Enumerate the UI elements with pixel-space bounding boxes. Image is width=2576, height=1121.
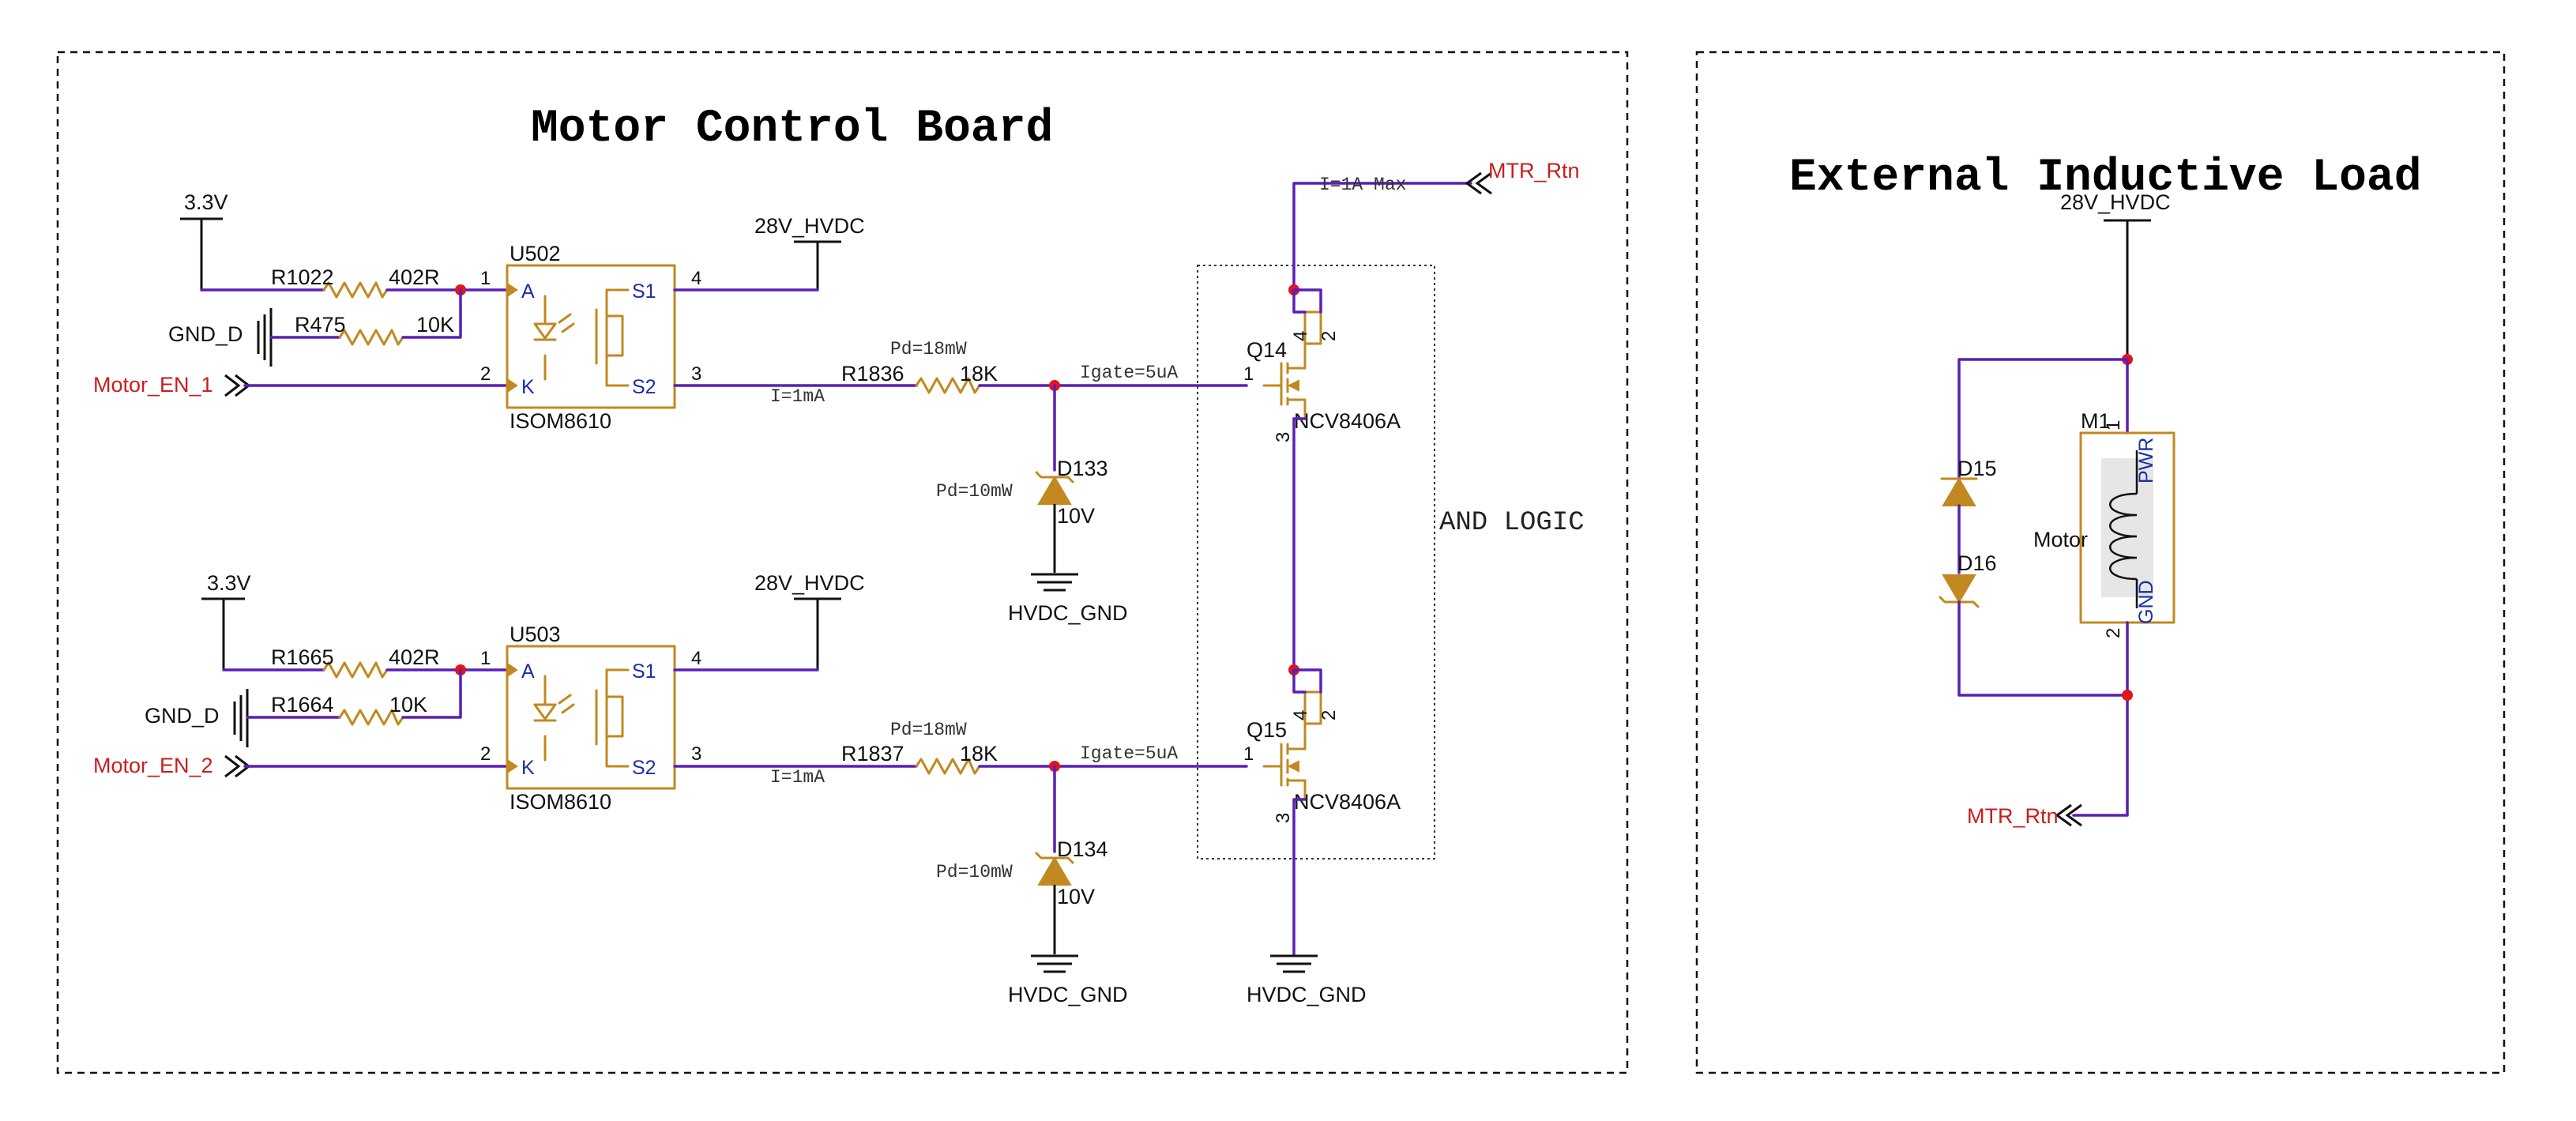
svg-text:3: 3 (1273, 813, 1294, 823)
q14-ref: Q14 (1247, 338, 1287, 362)
svg-text:S1: S1 (632, 280, 656, 303)
r1664-val: 10K (389, 693, 427, 717)
d134-ref: D134 (1057, 837, 1108, 861)
svg-text:2: 2 (1318, 710, 1340, 720)
r1837-val: 18K (960, 742, 998, 766)
hvdc-label-2: 28V_HVDC (754, 571, 865, 595)
r1664-ref: R1664 (271, 693, 334, 717)
svg-text:Pd=10mW: Pd=10mW (936, 481, 1013, 502)
zener-d133 (1037, 476, 1072, 505)
svg-text:K: K (521, 376, 535, 398)
d133-ref: D133 (1057, 457, 1108, 480)
motor-label: Motor (2033, 528, 2088, 551)
diode-d15 (1942, 477, 1976, 506)
gnd-d-label-2: GND_D (145, 704, 220, 728)
zener-d16 (1942, 574, 1976, 604)
svg-text:2: 2 (480, 743, 491, 765)
svg-text:Pd=18mW: Pd=18mW (890, 720, 967, 740)
channel-1: 3.3V R1022 402R GND_D R475 10K Motor_EN_… (93, 190, 1401, 625)
v33-label-1: 3.3V (184, 190, 228, 214)
d134-val: 10V (1057, 885, 1095, 908)
svg-text:4: 4 (691, 648, 701, 669)
v33-label-2: 3.3V (207, 571, 251, 595)
gnd-pin-label: GND (2135, 580, 2157, 624)
u502-part: ISOM8610 (510, 409, 611, 433)
u503-ref: U503 (510, 623, 561, 646)
pwr-pin-label: PWR (2135, 438, 2157, 483)
d16-ref: D16 (1957, 551, 1997, 575)
and-logic-box (1197, 265, 1435, 860)
optocoupler-u502 (506, 264, 676, 409)
net-motor-en-2: Motor_EN_2 (93, 754, 213, 777)
svg-text:Igate=5uA: Igate=5uA (1080, 743, 1178, 764)
r1665-val: 402R (389, 645, 440, 669)
svg-text:3: 3 (691, 363, 701, 385)
external-load-border (1695, 51, 2506, 1074)
r1022-val: 402R (389, 265, 440, 289)
hvdc-gnd-label-2: HVDC_GND (1008, 983, 1128, 1006)
net-mtr-rtn: MTR_Rtn (1488, 159, 1580, 182)
svg-text:Pd=10mW: Pd=10mW (936, 862, 1013, 882)
q15-part: NCV8406A (1294, 790, 1401, 814)
svg-text:3: 3 (691, 743, 701, 765)
motor-control-board-border (56, 51, 1629, 1074)
svg-text:1: 1 (480, 648, 491, 669)
r1837-ref: R1837 (841, 742, 904, 766)
r1022-ref: R1022 (271, 265, 334, 289)
svg-text:K: K (521, 757, 535, 779)
svg-text:A: A (521, 660, 535, 683)
external-load: 28V_HVDC D15 D16 M1 Motor PWR GND 1 2 MT… (1939, 190, 2175, 828)
r475-ref: R475 (295, 313, 346, 337)
m1-ref: M1 (2081, 409, 2111, 433)
svg-text:4: 4 (691, 268, 701, 289)
svg-text:A: A (521, 280, 535, 303)
hvdc-gnd-label-1: HVDC_GND (1008, 601, 1128, 625)
svg-text:Pd=18mW: Pd=18mW (890, 339, 967, 359)
q14-part: NCV8406A (1294, 409, 1401, 433)
and-logic-label: AND LOGIC (1439, 508, 1585, 538)
hvdc-label-1: 28V_HVDC (754, 214, 865, 238)
hvdc-label-load: 28V_HVDC (2060, 190, 2171, 214)
net-motor-en-1: Motor_EN_1 (93, 373, 213, 397)
svg-text:3: 3 (1273, 432, 1294, 442)
resistor-r475 (338, 329, 404, 346)
svg-text:Igate=5uA: Igate=5uA (1080, 363, 1178, 383)
hvdc-gnd-label-3: HVDC_GND (1247, 983, 1367, 1006)
svg-text:2: 2 (2103, 628, 2124, 638)
r1665-ref: R1665 (271, 645, 334, 669)
svg-text:4: 4 (1290, 710, 1311, 720)
zener-d134 (1037, 856, 1072, 886)
gnd-d-label-1: GND_D (168, 322, 243, 346)
d15-ref: D15 (1957, 457, 1997, 480)
svg-text:I=1mA: I=1mA (770, 767, 825, 788)
board-title: Motor Control Board (531, 103, 1053, 155)
svg-text:I=1mA: I=1mA (770, 386, 825, 407)
optocoupler-u503 (506, 645, 676, 790)
r475-val: 10K (416, 313, 454, 337)
net-mtr-rtn-load: MTR_Rtn (1967, 804, 2059, 828)
u503-part: ISOM8610 (510, 790, 611, 814)
svg-text:4: 4 (1290, 331, 1311, 341)
svg-text:1: 1 (2103, 420, 2124, 431)
svg-text:S2: S2 (632, 757, 656, 779)
r1836-val: 18K (960, 362, 998, 386)
svg-text:S2: S2 (632, 376, 656, 398)
svg-text:1: 1 (480, 268, 491, 289)
svg-text:2: 2 (1318, 331, 1340, 341)
channel-2: 3.3V R1665 402R GND_D R1664 10K Motor_EN… (93, 571, 1401, 1006)
svg-text:S1: S1 (632, 660, 656, 683)
svg-text:1: 1 (1243, 743, 1254, 765)
q15-ref: Q15 (1247, 718, 1287, 742)
svg-text:I=1A Max: I=1A Max (1319, 175, 1406, 195)
load-title: External Inductive Load (1789, 152, 2422, 204)
svg-text:2: 2 (480, 363, 491, 385)
d133-val: 10V (1057, 504, 1095, 528)
svg-text:1: 1 (1243, 363, 1254, 385)
u502-ref: U502 (510, 242, 561, 265)
r1836-ref: R1836 (841, 362, 904, 386)
